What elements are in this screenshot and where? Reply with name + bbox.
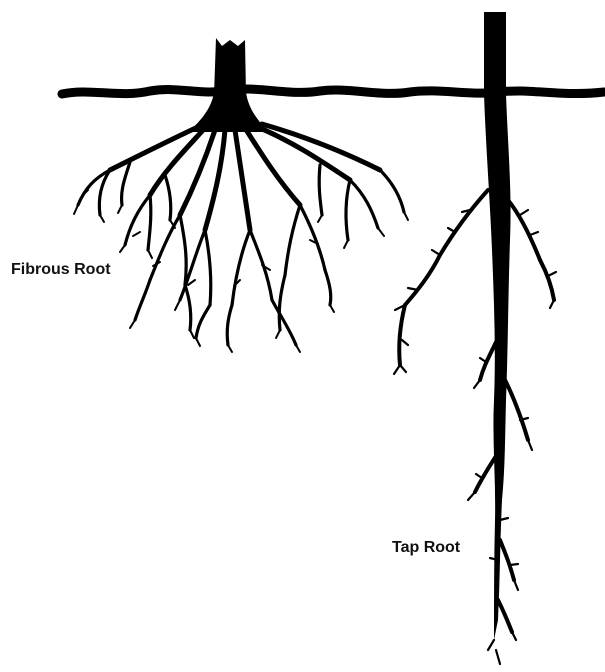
tap-root	[394, 12, 556, 664]
tap-rootlets	[394, 210, 556, 664]
tap-root-label: Tap Root	[392, 540, 460, 556]
tap-lateral-roots	[399, 190, 554, 632]
tap-stem	[484, 12, 506, 96]
fibrous-root-label: Fibrous Root	[11, 262, 111, 278]
fibrous-stem	[214, 38, 246, 95]
fibrous-secondary-branches	[78, 162, 404, 345]
ground-line	[62, 89, 604, 94]
fibrous-root	[74, 38, 408, 352]
fibrous-rootlets	[74, 190, 408, 352]
